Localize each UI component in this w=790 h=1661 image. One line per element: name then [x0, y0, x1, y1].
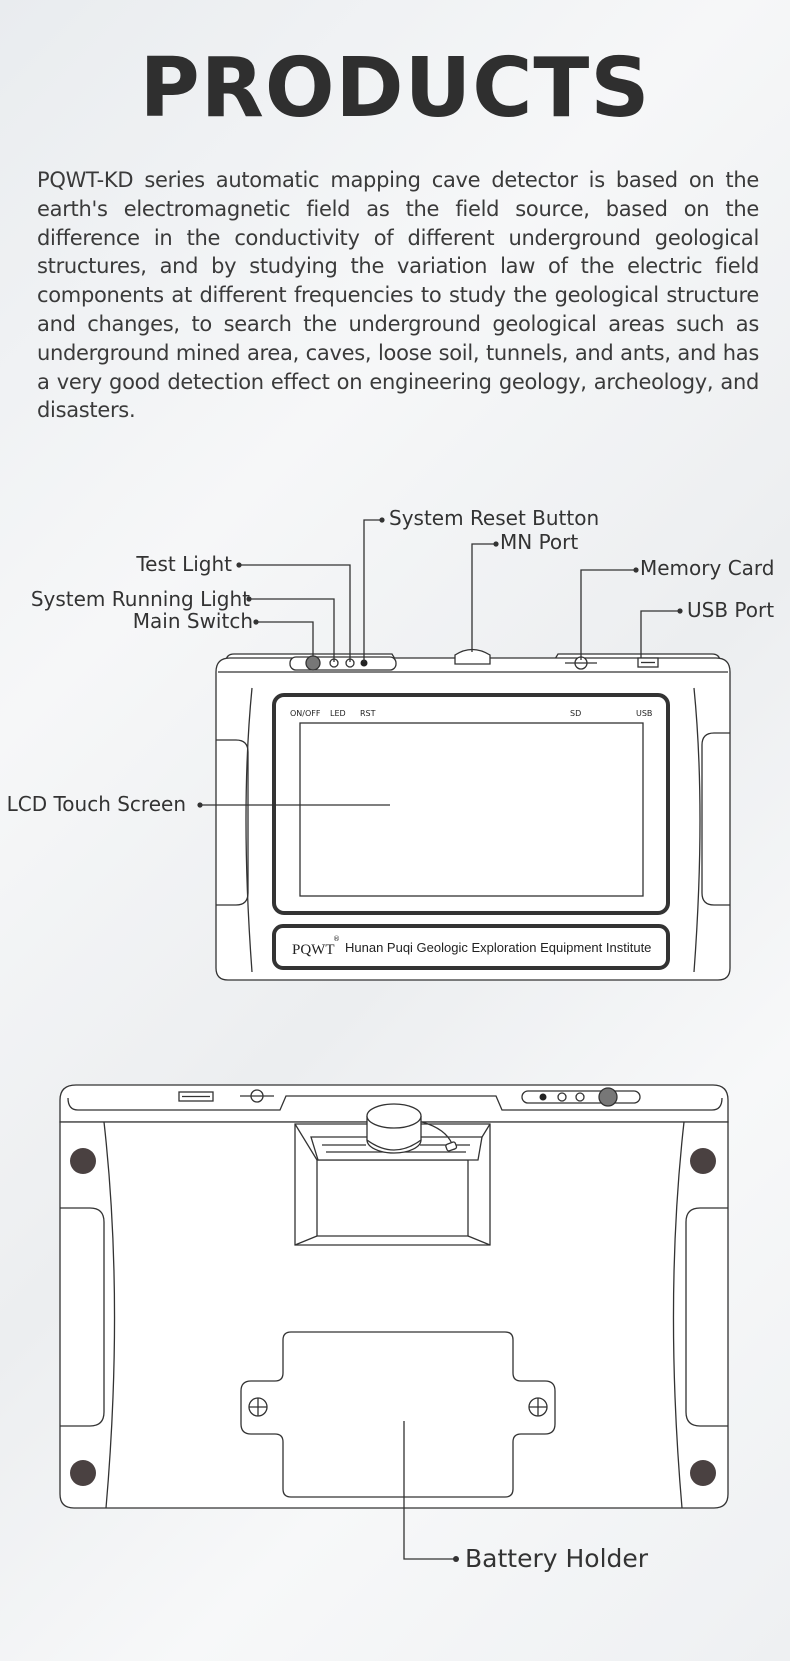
- callout-system-reset-button: System Reset Button: [389, 506, 599, 530]
- label-sd: SD: [570, 709, 581, 718]
- battery-screw-right: [528, 1397, 548, 1417]
- page-title: PRODUCTS: [139, 41, 651, 136]
- label-led: LED: [330, 709, 346, 718]
- back-device-body: [59, 1121, 729, 1509]
- callout-usb-port: USB Port: [687, 598, 774, 622]
- corner-screw-bottom-left: [70, 1460, 96, 1486]
- callout-system-running-light: System Running Light: [31, 587, 250, 611]
- callout-memory-card: Memory Card: [640, 556, 774, 580]
- callout-battery-holder: Battery Holder: [465, 1544, 649, 1573]
- registered-mark: ®: [333, 935, 340, 943]
- callout-lcd-touch-screen: LCD Touch Screen: [7, 792, 186, 816]
- battery-screw-left: [248, 1397, 268, 1417]
- corner-screw-top-right: [690, 1148, 716, 1174]
- pqwt-logo: PQWT: [292, 942, 335, 958]
- label-usb: USB: [636, 709, 652, 718]
- front-right-grip: [693, 687, 701, 973]
- lcd-touch-screen[interactable]: [299, 722, 644, 897]
- front-left-handle: [216, 739, 249, 906]
- reset-button-dot[interactable]: [360, 659, 368, 667]
- brand-plate: [272, 924, 670, 970]
- mn-port-knob: [366, 1103, 422, 1129]
- corner-screw-bottom-right: [690, 1460, 716, 1486]
- callout-mn-port: MN Port: [500, 530, 578, 554]
- callout-main-switch: Main Switch: [133, 609, 253, 633]
- main-switch-knob[interactable]: [305, 655, 321, 671]
- front-callout-lines: [197, 517, 683, 808]
- front-view: ON/OFF LED RST SD USB PQWT ® Hunan Puqi …: [7, 506, 774, 981]
- screen-bezel: [272, 693, 670, 915]
- callout-test-light: Test Light: [135, 552, 232, 576]
- battery-holder: [240, 1331, 556, 1498]
- front-left-grip: [245, 687, 253, 973]
- label-rst: RST: [360, 709, 376, 718]
- battery-holder-callout-line: [403, 1421, 454, 1560]
- brand-name: Hunan Puqi Geologic Exploration Equipmen…: [345, 940, 651, 955]
- front-right-handle: [701, 732, 730, 906]
- label-on-off: ON/OFF: [290, 709, 321, 718]
- back-view: Battery Holder: [59, 1084, 729, 1573]
- mn-port-cap[interactable]: [454, 648, 491, 665]
- product-description: PQWT-KD series automatic mapping cave de…: [37, 168, 759, 423]
- corner-screw-top-left: [70, 1148, 96, 1174]
